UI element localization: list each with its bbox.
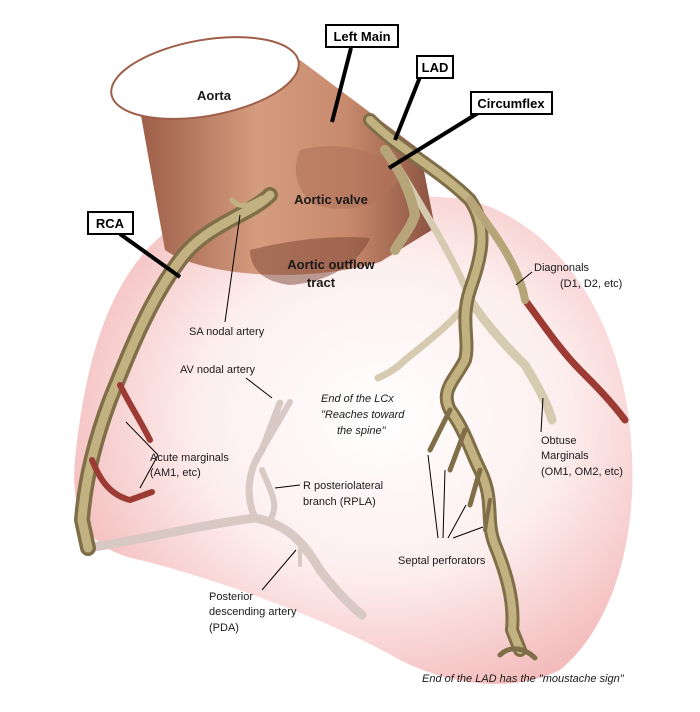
rpla-label-2: branch (RPLA) <box>303 496 376 508</box>
acute-label-2: (AM1, etc) <box>150 467 201 479</box>
left-main-label: Left Main <box>333 29 390 44</box>
pda-label-1: Posterior <box>209 591 253 603</box>
circumflex-label-box: Circumflex <box>471 92 552 114</box>
obtuse-label-2: Marginals <box>541 450 589 462</box>
sa-nodal-label: SA nodal artery <box>189 326 265 338</box>
lcx-end-label-2: "Reaches toward <box>321 409 405 421</box>
lad-leader <box>395 77 420 140</box>
lad-label: LAD <box>422 60 449 75</box>
lad-end-label: End of the LAD has the "moustache sign" <box>422 673 625 685</box>
lad-label-box: LAD <box>417 56 453 78</box>
aorta-label: Aorta <box>197 88 232 103</box>
septal-label: Septal perforators <box>398 555 486 567</box>
diagonals-label-1: Diagnonals <box>534 262 590 274</box>
aortic-outflow-label-2: tract <box>307 275 336 290</box>
lcx-end-label-3: the spine" <box>337 425 387 437</box>
pda-label-3: (PDA) <box>209 622 239 634</box>
av-nodal-label: AV nodal artery <box>180 364 256 376</box>
acute-label-1: Acute marginals <box>150 452 229 464</box>
diagonals-label-2: (D1, D2, etc) <box>560 278 622 290</box>
aortic-valve-label: Aortic valve <box>294 192 368 207</box>
rca-label: RCA <box>96 216 125 231</box>
rpla-label-1: R posteriolateral <box>303 480 383 492</box>
aortic-outflow-label-1: Aortic outflow <box>287 257 375 272</box>
rca-label-box: RCA <box>88 212 133 234</box>
lcx-end-label-1: End of the LCx <box>321 393 394 405</box>
circumflex-label: Circumflex <box>477 96 545 111</box>
left-main-label-box: Left Main <box>326 25 398 47</box>
obtuse-label-3: (OM1, OM2, etc) <box>541 466 623 478</box>
obtuse-label-1: Obtuse <box>541 435 576 447</box>
pda-label-2: descending artery <box>209 606 297 618</box>
